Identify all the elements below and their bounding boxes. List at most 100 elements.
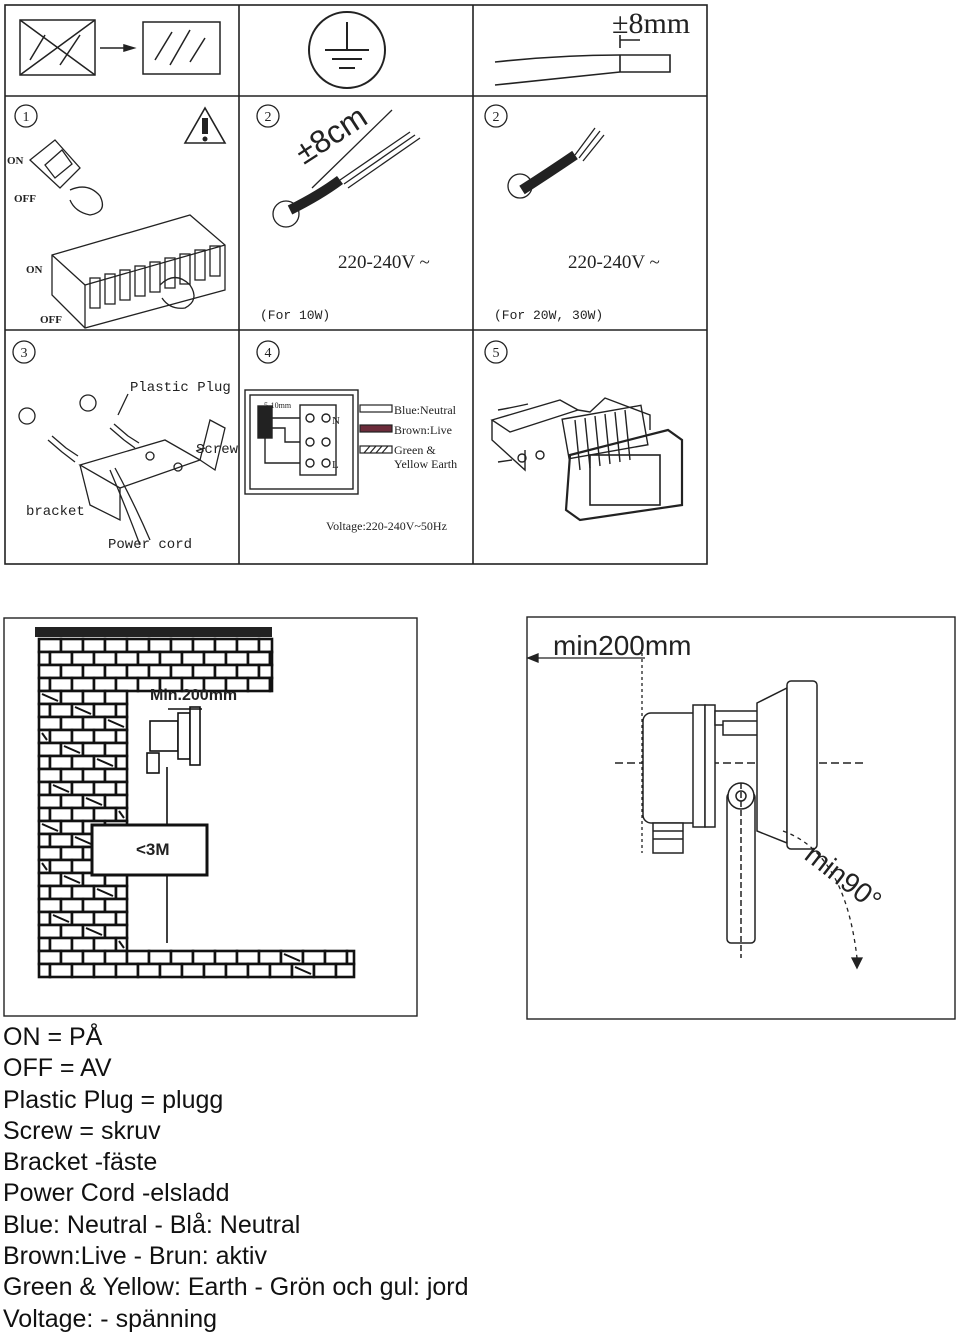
side-luminaire-icon	[615, 680, 863, 958]
brick	[92, 650, 118, 667]
brick	[37, 962, 52, 979]
brick	[191, 663, 217, 680]
brick	[180, 962, 206, 979]
brick-hatch	[96, 888, 114, 897]
brick	[81, 663, 107, 680]
brick	[235, 637, 261, 654]
brick	[59, 637, 85, 654]
brick	[92, 702, 118, 719]
strip-length-label: ±8cm	[288, 98, 373, 171]
brick	[37, 871, 63, 888]
brick	[235, 949, 261, 966]
instruction-grid: ±8mm 1 2 2 3 4 5 ON OFF ON OFF	[4, 4, 708, 565]
brick	[136, 650, 162, 667]
brick	[70, 910, 96, 927]
brick	[103, 793, 129, 810]
brick	[114, 884, 129, 901]
step-number-4: 4	[265, 346, 272, 361]
brick	[125, 949, 151, 966]
brick	[59, 897, 85, 914]
brick	[59, 923, 85, 940]
voltage-label-20w: 220-240V ~	[568, 252, 660, 273]
brick	[103, 663, 129, 680]
cable-10w-icon	[272, 109, 421, 228]
yellow-earth-label: Yellow Earth	[394, 457, 457, 471]
brick-hatch	[283, 953, 301, 962]
brick-hatch	[118, 810, 125, 819]
legend-line-power-cord: Power Cord -elsladd	[3, 1179, 230, 1208]
brick	[59, 793, 85, 810]
brick	[81, 767, 107, 784]
brick	[37, 845, 63, 862]
brick	[92, 910, 118, 927]
grid-frame	[4, 4, 708, 565]
brick	[37, 754, 52, 771]
step-number-2a: 2	[265, 110, 272, 125]
brick	[257, 949, 283, 966]
step-number-3: 3	[21, 346, 28, 361]
brick	[59, 689, 85, 706]
brick	[92, 936, 118, 953]
on-label-breaker: ON	[26, 264, 43, 276]
step-badge-2a	[256, 104, 280, 128]
brick	[70, 884, 96, 901]
wire-length-label: 5-10mm	[264, 401, 292, 410]
step-badge-2b	[484, 104, 508, 128]
legend-line-screw: Screw = skruv	[3, 1116, 161, 1145]
legend-line-green-yellow: Green & Yellow: Earth - Grön och gul: jo…	[3, 1273, 469, 1302]
brick	[37, 793, 63, 810]
brick-hatch	[74, 706, 92, 715]
brick	[125, 663, 151, 680]
terminal-l-label: L	[332, 459, 339, 471]
brick	[323, 949, 349, 966]
brick	[301, 949, 327, 966]
brick	[103, 949, 129, 966]
brick	[257, 663, 274, 680]
brick	[268, 676, 274, 693]
step-number-2b: 2	[493, 110, 500, 125]
brick	[246, 650, 272, 667]
cable-20w-icon	[507, 127, 605, 199]
brick	[103, 689, 129, 706]
brick	[37, 650, 52, 667]
brick	[103, 637, 129, 654]
off-label-breaker: OFF	[40, 314, 62, 326]
plastic-plug-label: Plastic Plug	[130, 380, 231, 396]
green-and-label: Green &	[394, 443, 436, 457]
brick	[345, 949, 356, 966]
step-badge-3	[12, 340, 36, 364]
brick	[202, 962, 228, 979]
brick	[103, 741, 129, 758]
earth-symbol-icon	[308, 11, 386, 89]
brick	[92, 806, 118, 823]
brick	[59, 819, 85, 836]
brick	[37, 884, 52, 901]
brick	[246, 676, 272, 693]
brick-hatch	[85, 927, 103, 936]
brick	[37, 676, 52, 693]
cable-strip-icon	[494, 35, 671, 86]
voltage-label-10w: 220-240V ~	[338, 252, 430, 273]
brick	[70, 780, 96, 797]
brick	[70, 728, 96, 745]
side-view-diagram: min200mm min90°	[526, 616, 956, 1020]
brick	[334, 962, 356, 979]
breaker-panel-icon	[51, 214, 226, 329]
brick-pattern	[37, 637, 356, 979]
brick	[191, 949, 217, 966]
brick-hatch	[41, 693, 59, 702]
brick-hatch	[85, 797, 103, 806]
power-cord-label: Power cord	[108, 537, 192, 553]
for-20w-30w-label: (For 20W, 30W)	[494, 308, 603, 323]
brick	[37, 637, 63, 654]
brick	[92, 676, 118, 693]
brick	[48, 650, 74, 667]
wire-color-swatches	[359, 404, 393, 454]
brick	[268, 962, 294, 979]
brick	[312, 962, 338, 979]
wall-install-diagram: Min.200mm <3M	[3, 617, 418, 1017]
brick-hatch	[52, 784, 70, 793]
floodlight-assembly-icon	[490, 397, 684, 522]
brick	[169, 637, 195, 654]
brick	[169, 949, 195, 966]
